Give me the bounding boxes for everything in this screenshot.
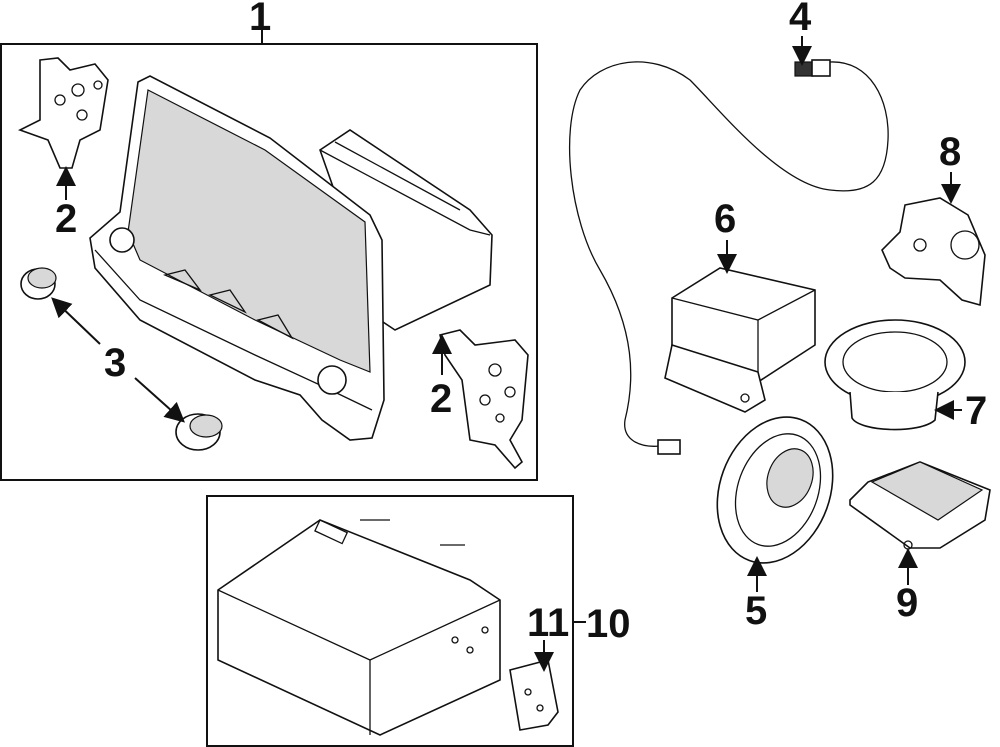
knob-upper <box>20 267 57 300</box>
amplifier <box>849 461 991 550</box>
speaker-housing <box>881 197 986 307</box>
callout-11: 11 <box>527 601 569 645</box>
group-box-1 <box>0 43 538 481</box>
control-module <box>664 267 816 413</box>
front-speaker <box>716 416 834 564</box>
mounting-bracket-left <box>17 57 109 169</box>
callout-2b: 2 <box>430 377 452 421</box>
navigation-unit <box>217 519 501 736</box>
arrow-3b <box>134 377 185 423</box>
callout-5: 5 <box>745 589 767 633</box>
arrow-3a <box>51 297 101 345</box>
mounting-bracket-right <box>439 329 529 470</box>
callout-1: 1 <box>249 0 271 39</box>
callout-2a: 2 <box>55 197 77 241</box>
knob-lower <box>175 413 223 451</box>
callout-3: 3 <box>104 341 126 385</box>
hinge-bracket <box>509 659 559 731</box>
callout-9: 9 <box>896 581 918 625</box>
callout-7: 7 <box>965 389 987 433</box>
callout-6: 6 <box>714 197 736 241</box>
callout-8: 8 <box>939 130 961 174</box>
tweeter-speaker <box>824 319 966 431</box>
callout-4: 4 <box>789 0 812 39</box>
display-head-unit <box>89 75 493 441</box>
callout-10: 10 <box>586 602 631 646</box>
